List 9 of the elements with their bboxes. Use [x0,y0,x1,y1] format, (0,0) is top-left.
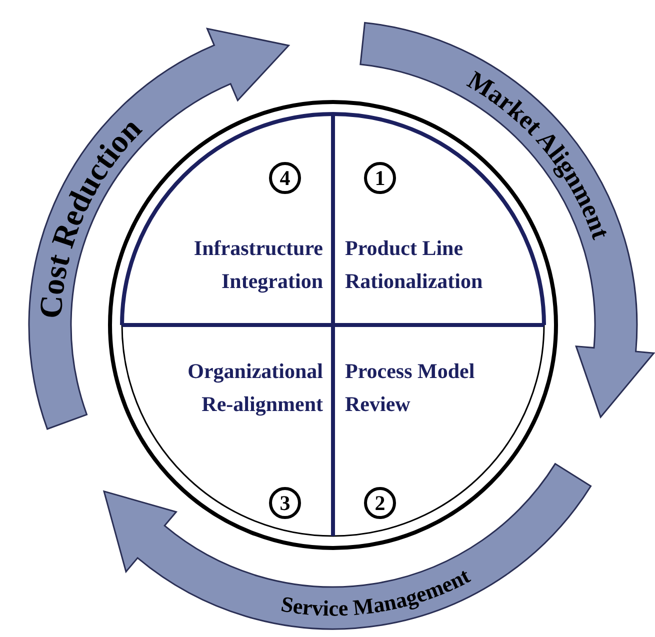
step-number: 3 [269,487,301,519]
quadrant-label: Process Model Review [345,358,476,418]
step-number: 4 [269,162,301,194]
step-number: 2 [364,487,396,519]
quadrant-label: Product Line Rationalization [345,235,484,295]
step-number: 1 [364,162,396,194]
quadrant-label: Organizational Re-alignment [186,358,323,418]
quadrant-label: Infrastructure Integration [192,235,323,295]
curved-arrow [103,463,592,630]
